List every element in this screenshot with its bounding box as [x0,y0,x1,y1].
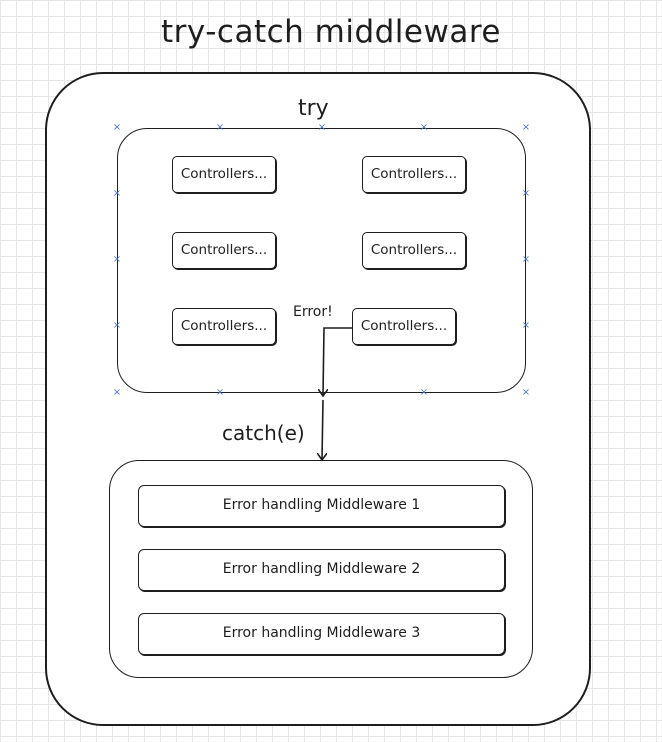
selection-handle-icon[interactable]: × [112,122,122,133]
controller-box[interactable]: Controllers... [362,156,466,193]
controller-box[interactable]: Controllers... [172,156,276,193]
selection-handle-icon[interactable]: × [521,254,531,265]
controller-box[interactable]: Controllers... [362,232,466,269]
selection-handle-icon[interactable]: × [521,188,531,199]
selection-handle-icon[interactable]: × [521,122,531,133]
error-middleware-box[interactable]: Error handling Middleware 1 [138,485,505,527]
selection-handle-icon[interactable]: × [112,387,122,398]
error-middleware-box[interactable]: Error handling Middleware 2 [138,549,505,591]
diagram-title: try-catch middleware [161,14,501,50]
selection-handle-icon[interactable]: × [112,254,122,265]
error-middleware-box[interactable]: Error handling Middleware 3 [138,613,505,655]
selection-handle-icon[interactable]: × [112,188,122,199]
selection-handle-icon[interactable]: × [317,122,327,133]
selection-handle-icon[interactable]: × [112,320,122,331]
selection-handle-icon[interactable]: × [215,387,225,398]
selection-handle-icon[interactable]: × [521,320,531,331]
controller-box[interactable]: Controllers... [172,308,276,345]
selection-handle-icon[interactable]: × [521,387,531,398]
controller-box[interactable]: Controllers... [172,232,276,269]
selection-handle-icon[interactable]: × [215,122,225,133]
try-label: try [298,96,329,121]
catch-label: catch(e) [222,421,305,445]
selection-handle-icon[interactable]: × [419,122,429,133]
arrow-error-to-catch-boundary [323,327,352,395]
arrow-catch-to-middleware [322,399,323,459]
controller-box-error-source[interactable]: Controllers... [352,308,456,345]
selection-handle-icon[interactable]: × [419,387,429,398]
error-label: Error! [293,304,333,320]
